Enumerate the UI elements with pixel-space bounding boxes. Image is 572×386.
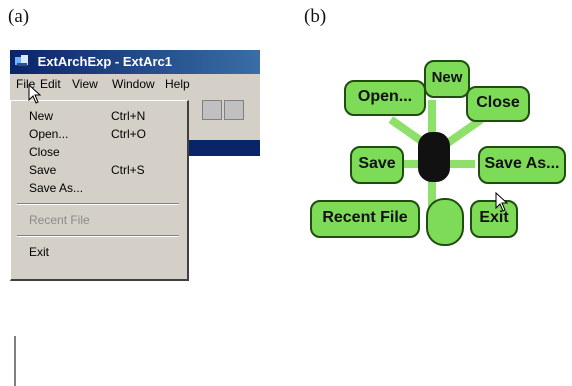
menu-item-label: Recent File	[29, 213, 90, 227]
radial-item-open[interactable]: Open...	[344, 80, 426, 116]
mouse-pointer-icon	[28, 84, 42, 104]
radial-center-icon	[418, 132, 450, 182]
menu-bar: File Edit View Window Help	[10, 74, 260, 94]
file-menu-dropdown: New Ctrl+N Open... Ctrl+O Close Save Ctr…	[10, 100, 189, 281]
toolbar-print-icon[interactable]	[224, 100, 244, 120]
menu-item-label: Save	[29, 163, 57, 177]
radial-menu: New Open... Close Save Save As... Recent…	[310, 60, 572, 270]
menu-item-label: Save As...	[29, 181, 84, 195]
menu-item-new[interactable]: New Ctrl+N	[11, 107, 187, 125]
menu-item-exit[interactable]: Exit	[11, 243, 187, 261]
spoke	[428, 168, 436, 208]
menu-separator	[17, 203, 179, 205]
document-titlebar	[170, 140, 260, 156]
menu-item-label: Open...	[29, 127, 69, 141]
radial-item-empty-slot[interactable]	[426, 198, 464, 246]
menu-help[interactable]: Help	[165, 77, 190, 91]
title-bar[interactable]: ExtArchExp - ExtArc1	[10, 50, 260, 74]
toolbar-save-icon[interactable]	[202, 100, 222, 120]
menu-item-shortcut: Ctrl+S	[111, 163, 145, 177]
menu-item-shortcut: Ctrl+O	[111, 127, 147, 141]
radial-item-new[interactable]: New	[424, 60, 470, 98]
menu-edit[interactable]: Edit	[40, 77, 61, 91]
radial-item-save-as[interactable]: Save As...	[478, 146, 566, 184]
menu-item-recent-file: Recent File	[11, 211, 187, 229]
spoke	[428, 100, 436, 160]
menu-item-shortcut: Ctrl+N	[111, 109, 146, 123]
menu-separator	[17, 235, 179, 237]
app-icon	[15, 55, 28, 66]
menu-item-close[interactable]: Close	[11, 143, 187, 161]
menu-item-save[interactable]: Save Ctrl+S	[11, 161, 187, 179]
menu-item-label: New	[29, 109, 54, 123]
menu-item-label: Close	[29, 145, 60, 159]
panel-label-b: (b)	[304, 6, 327, 27]
menu-item-open[interactable]: Open... Ctrl+O	[11, 125, 187, 143]
menu-window[interactable]: Window	[112, 77, 155, 91]
scroll-edge	[14, 336, 16, 386]
radial-item-exit[interactable]: Exit	[470, 200, 518, 238]
radial-item-save[interactable]: Save	[350, 146, 404, 184]
menu-view[interactable]: View	[72, 77, 98, 91]
window-title: ExtArchExp - ExtArc1	[37, 54, 173, 69]
panel-label-a: (a)	[8, 6, 30, 27]
menu-item-label: Exit	[29, 245, 50, 259]
radial-item-close[interactable]: Close	[466, 86, 530, 122]
radial-item-recent-file[interactable]: Recent File	[310, 200, 420, 238]
mouse-pointer-icon	[495, 192, 509, 212]
menu-item-save-as[interactable]: Save As...	[11, 179, 187, 197]
